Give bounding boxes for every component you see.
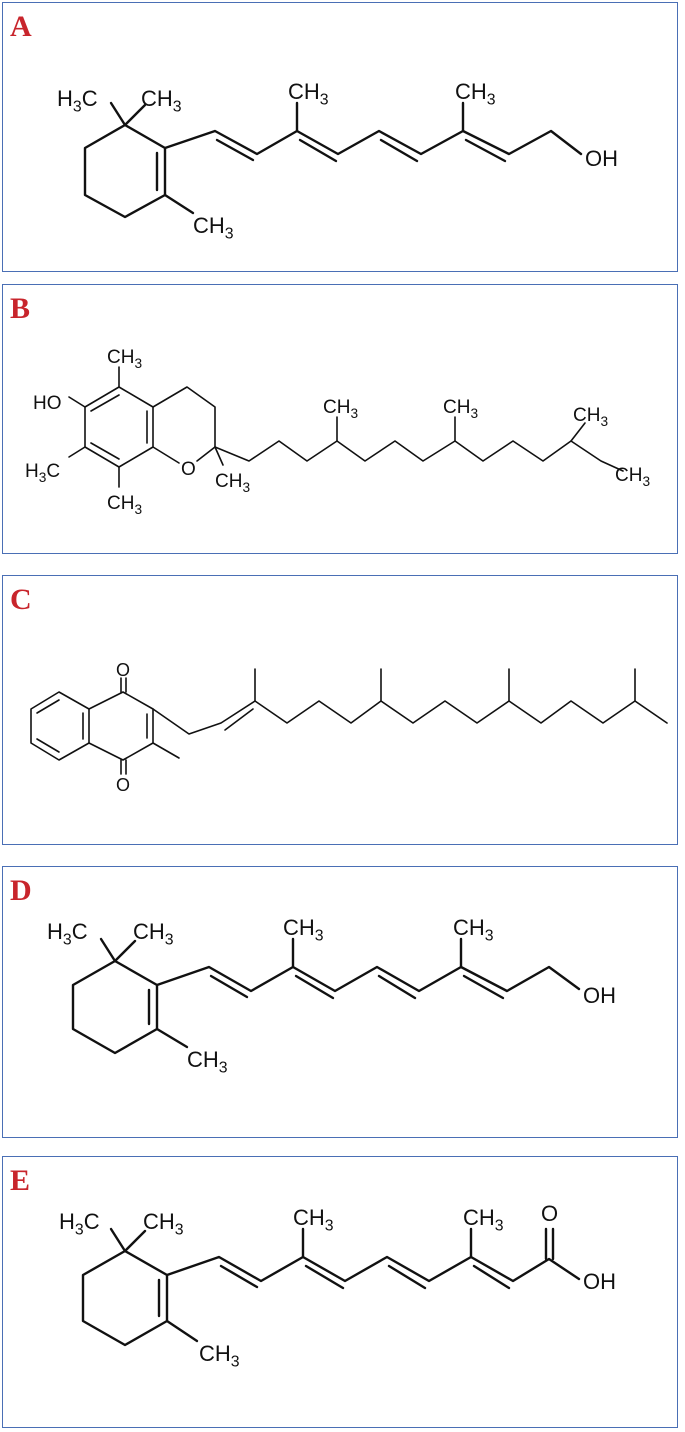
atom-label: CH3 (288, 79, 329, 109)
bond (123, 103, 147, 127)
panel-d: D H3C CH3 CH3 CH3 CH3 OH (2, 866, 678, 1138)
chain-double-bond (215, 138, 255, 162)
bond (155, 1027, 189, 1049)
chain-bond (214, 440, 624, 472)
bond (68, 446, 86, 458)
atom-label: CH3 (199, 1341, 240, 1371)
aromatic-double-bond (90, 394, 120, 412)
atom-label: CH3 (293, 1205, 334, 1235)
atom-label: CH3 (215, 471, 250, 495)
atom-label: CH3 (143, 1209, 184, 1239)
ring-bond (88, 691, 154, 761)
atom-label: CH3 (453, 915, 494, 945)
chain-double-bond (472, 1264, 511, 1290)
panel-label: C (10, 583, 32, 616)
ring-bond (83, 123, 167, 219)
ring-bond (196, 446, 216, 462)
atom-label: CH3 (573, 405, 608, 429)
panel-label: E (10, 1164, 31, 1197)
bond (570, 422, 586, 442)
panel-c: C O O (2, 575, 678, 845)
atom-label: CH3 (615, 465, 650, 489)
panel-label: A (10, 10, 32, 43)
atom-label: CH3 (133, 919, 174, 949)
atom-label: H3C (47, 919, 88, 949)
atom-label: CH3 (193, 213, 234, 243)
atom-label: HO (33, 393, 62, 414)
atom-label: CH3 (283, 915, 324, 945)
atom-label: CH3 (463, 1205, 504, 1235)
atom-label: CH3 (141, 86, 182, 116)
chain-double-bond (219, 1264, 259, 1289)
atom-label: O (181, 459, 196, 480)
chain-bond (152, 700, 668, 735)
chain-double-bond (379, 138, 419, 163)
chain-double-bond (377, 974, 417, 1000)
aromatic-ring (84, 386, 154, 468)
atom-label: OH (583, 1269, 616, 1294)
bond (68, 396, 86, 408)
atom-label: OH (585, 146, 618, 171)
atom-label: CH3 (187, 1047, 228, 1077)
chain-double-bond (209, 974, 249, 999)
bond (99, 937, 117, 963)
atom-label: CH3 (323, 397, 358, 421)
panel-a: A H3C CH3 CH3 CH3 CH3 OH (2, 2, 678, 272)
retinol-structure: H3C CH3 CH3 CH3 CH3 OH (47, 915, 616, 1077)
panel-label: D (10, 874, 32, 907)
atom-label: CH3 (455, 79, 496, 109)
chain-double-bond (464, 138, 507, 163)
panel-e: E H3C CH3 CH3 CH3 CH3 O OH (2, 1156, 678, 1428)
chain-double-bond (224, 708, 254, 731)
aromatic-ring (30, 691, 90, 761)
aromatic-double-bond (90, 442, 120, 460)
panel-b: B HO CH3 H3C CH3 O CH3 CH3 CH3 CH3 CH3 (2, 284, 678, 554)
chain-bond (163, 129, 583, 156)
atom-label: H3C (25, 461, 60, 485)
chain-bond (165, 1255, 581, 1283)
chain-double-bond (298, 138, 338, 163)
atom-label: CH3 (443, 397, 478, 421)
bond (109, 1227, 127, 1253)
atom-label: H3C (57, 86, 98, 116)
ring-bond (152, 446, 180, 464)
panel-label: B (10, 292, 31, 325)
chain-double-bond (387, 1264, 427, 1290)
chain-bond (155, 965, 581, 993)
ring-bond (81, 1249, 169, 1347)
atom-label: O (116, 775, 130, 795)
bond (214, 446, 224, 466)
chain-double-bond (462, 974, 505, 1000)
bond (152, 742, 180, 759)
atom-label: CH3 (107, 493, 142, 517)
atom-label: O (541, 1201, 558, 1226)
chain-double-bond (294, 974, 335, 1000)
chain-double-bond (304, 1264, 345, 1290)
ring-bond (71, 959, 159, 1055)
atom-label: H3C (59, 1209, 100, 1239)
tocopherol-structure: HO CH3 H3C CH3 O CH3 CH3 CH3 CH3 CH3 (25, 347, 650, 517)
atom-label: O (116, 660, 130, 680)
atom-label: CH3 (107, 347, 142, 371)
retinoic-acid-structure: H3C CH3 CH3 CH3 CH3 O OH (59, 1201, 616, 1371)
bond (165, 1319, 199, 1343)
atom-label: OH (583, 983, 616, 1008)
bond (123, 1229, 147, 1253)
retinol-structure: H3C CH3 CH3 CH3 CH3 OH (57, 79, 618, 243)
ring-bond (152, 386, 216, 448)
bond (163, 193, 195, 215)
aromatic-double-bond (36, 738, 60, 753)
phylloquinone-structure: O O (30, 660, 668, 795)
aromatic-double-bond (36, 699, 60, 714)
bond (109, 101, 127, 127)
bond (113, 939, 137, 963)
